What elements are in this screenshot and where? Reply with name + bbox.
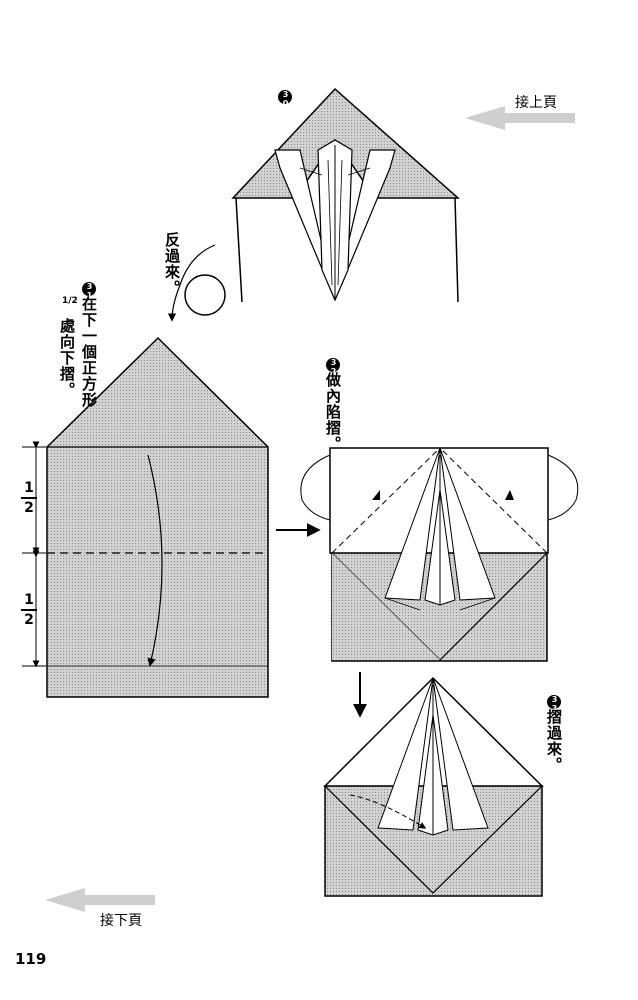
step-30-marker: 30 [276, 90, 293, 108]
next-page-arrow-icon [45, 888, 155, 912]
step-31-figure [46, 336, 269, 698]
step-31-instruction-2: 處向下摺。 [58, 318, 76, 398]
dimension-lines [22, 441, 46, 668]
step-31-number: 31 [82, 282, 96, 300]
step-32-number: 32 [326, 358, 340, 376]
prev-page-arrow-icon [465, 106, 575, 130]
step-33-figure [323, 676, 544, 897]
step-31-instruction: 31在下一個正方形 [80, 282, 98, 408]
step-30-number: 30 [278, 90, 292, 108]
prev-page-label: 接上頁 [515, 95, 557, 111]
step-31-fraction: 1/2 [62, 296, 78, 306]
turn-over-icon [167, 244, 226, 322]
step-32-instruction: 32做內陷摺。 [324, 358, 342, 452]
step-30-figure [231, 87, 460, 303]
page-number: 119 [15, 950, 47, 968]
step-31-text: 在下一個正方形 [80, 296, 98, 408]
step-31-text-2: 處向下摺。 [58, 318, 76, 398]
step-32-text: 做內陷摺。 [324, 372, 342, 452]
step-33-text: 摺過來。 [545, 709, 563, 773]
next-page-label: 接下頁 [100, 913, 142, 929]
turn-over-label: 反過來。 [163, 232, 181, 296]
step-32-figure [300, 447, 579, 662]
step-33-instruction: 33摺過來。 [545, 695, 563, 773]
step-33-number: 33 [547, 695, 561, 713]
